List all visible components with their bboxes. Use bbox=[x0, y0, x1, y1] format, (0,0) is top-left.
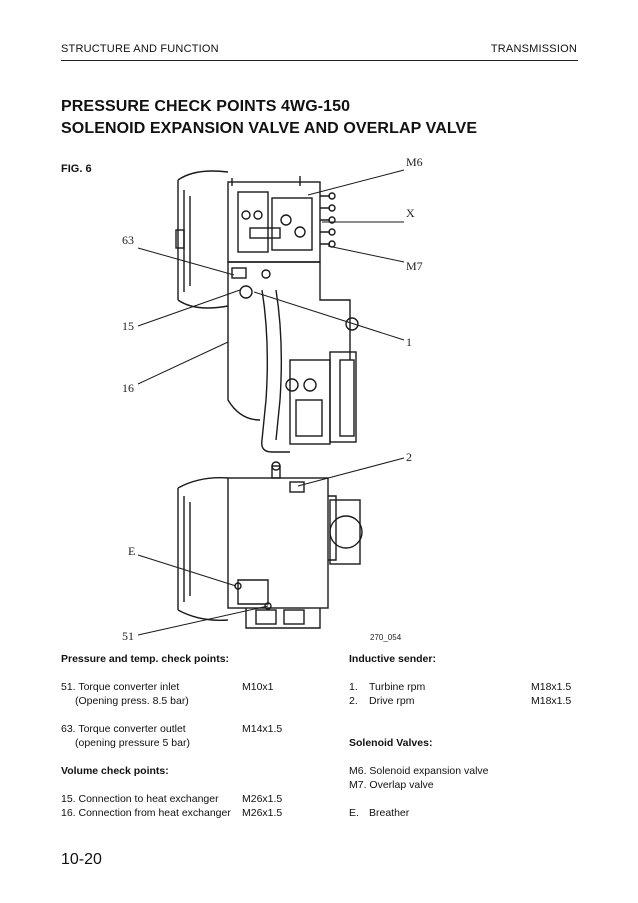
check-points-column: Pressure and temp. check points: 51. Tor… bbox=[61, 652, 301, 820]
figure-label: FIG. 6 bbox=[61, 163, 92, 175]
title-line-2: SOLENOID EXPANSION VALVE AND OVERLAP VAL… bbox=[61, 120, 478, 137]
item-51-label: 51. Torque converter inlet bbox=[61, 681, 180, 693]
item-63-code: M14x1.5 bbox=[242, 723, 283, 735]
item-51-code: M10x1 bbox=[242, 681, 274, 693]
callout-x: X bbox=[406, 206, 415, 220]
title-line-1: PRESSURE CHECK POINTS 4WG-150 bbox=[61, 98, 351, 115]
callout-m7: M7 bbox=[406, 259, 423, 273]
page-title: PRESSURE CHECK POINTS 4WG-150 SOLENOID E… bbox=[61, 96, 477, 140]
pressure-heading: Pressure and temp. check points: bbox=[61, 653, 230, 665]
item-1: 1. Turbine rpm M18x1.5 bbox=[349, 680, 589, 694]
item-2: 2. Drive rpm M18x1.5 bbox=[349, 694, 589, 708]
inductive-heading: Inductive sender: bbox=[349, 653, 436, 665]
callout-m6: M6 bbox=[406, 155, 423, 169]
senders-valves-column: Inductive sender: 1.Turbine rpm M18x1.5 … bbox=[349, 652, 589, 820]
callout-leaders bbox=[137, 169, 405, 636]
upper-transmission-view bbox=[175, 170, 359, 453]
item-1-label: Turbine rpm bbox=[369, 681, 426, 693]
item-2-code: M18x1.5 bbox=[531, 695, 572, 707]
callout-e: E bbox=[128, 544, 135, 558]
volume-heading: Volume check points: bbox=[61, 765, 169, 777]
item-63-sub: (opening pressure 5 bar) bbox=[75, 737, 190, 749]
item-51-sub: (Opening press. 8.5 bar) bbox=[75, 695, 189, 707]
item-15: 15. Connection to heat exchanger M26x1.5 bbox=[61, 792, 301, 806]
callout-2: 2 bbox=[406, 450, 412, 464]
transmission-diagram: M6 X M7 63 15 1 16 2 E 51 270_054 bbox=[122, 155, 423, 643]
lower-transmission-view bbox=[177, 461, 363, 629]
item-15-label: 15. Connection to heat exchanger bbox=[61, 793, 219, 805]
figure-code: 270_054 bbox=[370, 633, 402, 642]
item-1-code: M18x1.5 bbox=[531, 681, 572, 693]
item-e-num: E. bbox=[349, 807, 359, 819]
callout-63: 63 bbox=[122, 233, 134, 247]
item-63: 63. Torque converter outlet M14x1.5 bbox=[61, 722, 301, 736]
callout-51: 51 bbox=[122, 629, 134, 643]
header-section-title: STRUCTURE AND FUNCTION bbox=[61, 43, 219, 55]
header-chapter-title: TRANSMISSION bbox=[490, 43, 577, 55]
solenoid-heading: Solenoid Valves: bbox=[349, 737, 433, 749]
item-2-num: 2. bbox=[349, 695, 358, 707]
item-2-label: Drive rpm bbox=[369, 695, 415, 707]
item-e: E. Breather bbox=[349, 806, 589, 820]
item-16-label: 16. Connection from heat exchanger bbox=[61, 807, 231, 819]
header-rule bbox=[61, 60, 578, 61]
page-number: 10-20 bbox=[61, 851, 102, 868]
item-e-label: Breather bbox=[369, 807, 410, 819]
callout-1: 1 bbox=[406, 335, 412, 349]
item-15-code: M26x1.5 bbox=[242, 793, 283, 805]
item-16-code: M26x1.5 bbox=[242, 807, 283, 819]
item-m6: M6. Solenoid expansion valve bbox=[349, 765, 489, 777]
item-51: 51. Torque converter inlet M10x1 bbox=[61, 680, 301, 694]
callout-15: 15 bbox=[122, 319, 134, 333]
callout-16: 16 bbox=[122, 381, 134, 395]
item-m7: M7. Overlap valve bbox=[349, 779, 434, 791]
item-1-num: 1. bbox=[349, 681, 358, 693]
item-16: 16. Connection from heat exchanger M26x1… bbox=[61, 806, 301, 820]
item-63-label: 63. Torque converter outlet bbox=[61, 723, 186, 735]
